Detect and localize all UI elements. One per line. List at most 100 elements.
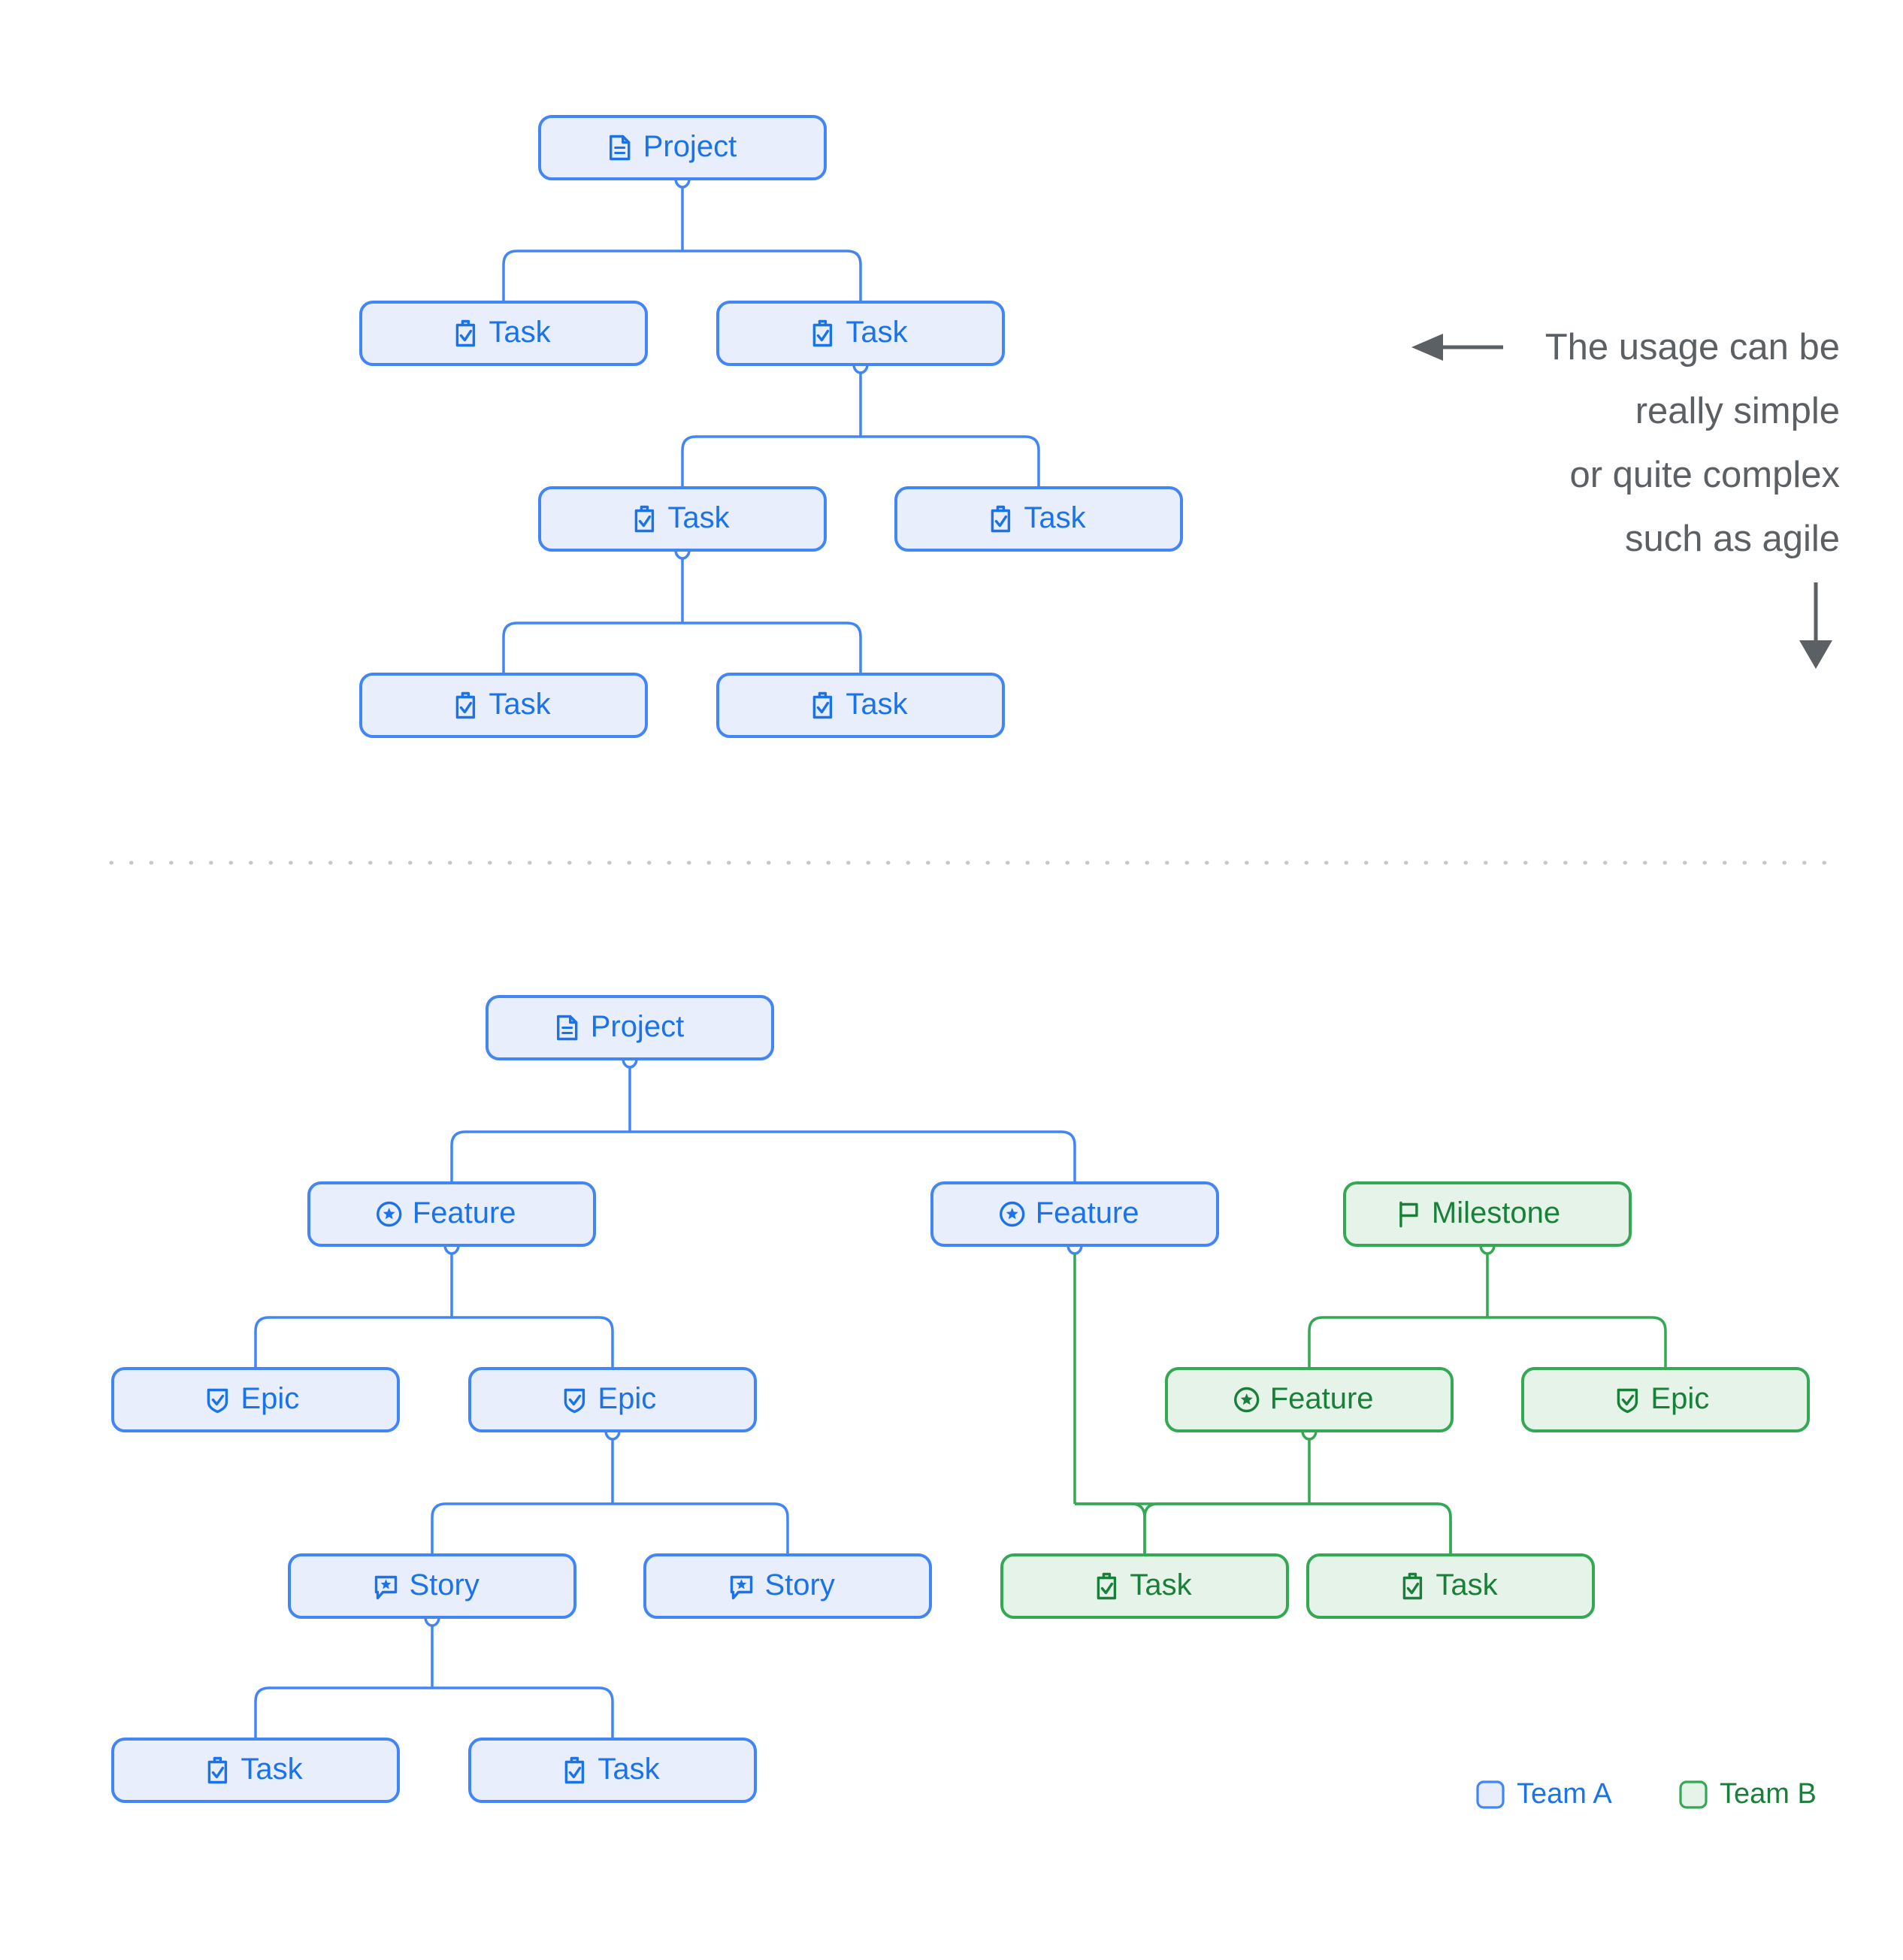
clipboard-check-icon [634,505,655,533]
node-label: Feature [1270,1382,1374,1415]
down-arrow-icon [1799,582,1832,669]
node-box[interactable] [359,673,648,738]
node-task[interactable]: Task [359,301,648,366]
node-box[interactable] [468,1367,757,1432]
star-circle-icon [999,1201,1025,1227]
node-feature[interactable]: Feature [930,1181,1219,1247]
node-label: Feature [1036,1196,1139,1230]
node-task[interactable]: Task [1000,1553,1289,1619]
edge-connector [452,1316,614,1369]
node-story[interactable]: Story [643,1553,932,1619]
node-label: Story [765,1568,835,1602]
left-arrow-icon [1411,334,1503,361]
node-label: Project [643,130,737,163]
node-feature[interactable]: Feature [1165,1367,1454,1432]
edge-connector [431,1502,613,1555]
legend-item-team-a[interactable]: Team A [1476,1778,1612,1810]
flag-icon [1399,1201,1418,1228]
message-star-icon [374,1575,398,1600]
node-label: Epic [241,1382,299,1415]
node-task[interactable]: Task [716,673,1005,738]
legend-item-team-b[interactable]: Team B [1679,1778,1817,1810]
node-task[interactable]: Task [111,1738,400,1803]
legend-label: Team B [1720,1778,1817,1810]
node-label: Task [846,688,908,721]
node-label: Feature [413,1196,516,1230]
legend-swatch [1679,1780,1708,1809]
node-task[interactable]: Task [538,486,827,552]
edge-connector [681,435,861,488]
message-star-icon [730,1575,753,1600]
clipboard-check-icon [455,691,476,719]
clipboard-check-icon [207,1756,228,1784]
node-box[interactable] [111,1367,400,1432]
edge-connector [613,1502,789,1555]
node-box[interactable] [930,1181,1219,1247]
node-task[interactable]: Task [716,301,1005,366]
node-epic[interactable]: Epic [1521,1367,1810,1432]
agile-diagram-edges [254,1049,1667,1739]
node-box[interactable] [643,1553,932,1619]
annotation-line: The usage can be [1545,327,1840,368]
annotation-line: such as agile [1625,519,1840,559]
node-label: Task [846,316,908,349]
node-box[interactable] [1521,1367,1810,1432]
node-label: Task [241,1753,303,1786]
document-icon [557,1015,578,1041]
annotation-line: really simple [1635,391,1840,431]
node-box[interactable] [359,301,648,366]
node-box[interactable] [486,995,774,1060]
node-task[interactable]: Task [894,486,1183,552]
document-icon [610,135,631,161]
node-label: Task [1436,1568,1498,1602]
node-label: Milestone [1432,1196,1560,1230]
node-box[interactable] [538,115,827,180]
clipboard-check-icon [1097,1572,1117,1600]
node-box[interactable] [1165,1367,1454,1432]
node-epic[interactable]: Epic [468,1367,757,1432]
edge-connector [861,435,1040,488]
edge-connector [1075,1502,1146,1555]
node-box[interactable] [894,486,1183,552]
node-label: Epic [598,1382,656,1415]
team-legend: Team A Team B [1476,1778,1817,1810]
node-box[interactable] [538,486,827,552]
clipboard-check-icon [812,691,833,719]
shield-check-icon [1617,1388,1638,1414]
node-label: Task [598,1753,660,1786]
node-task[interactable]: Task [359,673,648,738]
node-box[interactable] [1306,1553,1595,1619]
edge-connector [502,250,682,302]
node-project[interactable]: Project [486,995,774,1060]
node-task[interactable]: Task [1306,1553,1595,1619]
edge-connector [1308,1316,1487,1369]
edge-connector [682,622,862,674]
shield-check-icon [564,1388,585,1414]
node-milestone[interactable]: Milestone [1343,1181,1632,1247]
node-label: Project [591,1010,685,1043]
node-box[interactable] [716,673,1005,738]
simple-diagram-edges [502,169,1040,674]
node-feature[interactable]: Feature [307,1181,596,1247]
node-project[interactable]: Project [538,115,827,180]
node-story[interactable]: Story [288,1553,576,1619]
legend-swatch [1476,1780,1505,1809]
node-box[interactable] [288,1553,576,1619]
edge-connector [630,1130,1076,1183]
clipboard-check-icon [991,505,1011,533]
node-box[interactable] [1343,1181,1632,1247]
node-box[interactable] [111,1738,400,1803]
node-label: Epic [1650,1382,1709,1415]
node-box[interactable] [716,301,1005,366]
node-box[interactable] [1000,1553,1289,1619]
clipboard-check-icon [564,1756,585,1784]
edge-connector [254,1686,432,1739]
node-box[interactable] [468,1738,757,1803]
edge-connector [432,1686,614,1739]
node-task[interactable]: Task [468,1738,757,1803]
node-box[interactable] [307,1181,596,1247]
node-epic[interactable]: Epic [111,1367,400,1432]
node-label: Task [489,316,551,349]
